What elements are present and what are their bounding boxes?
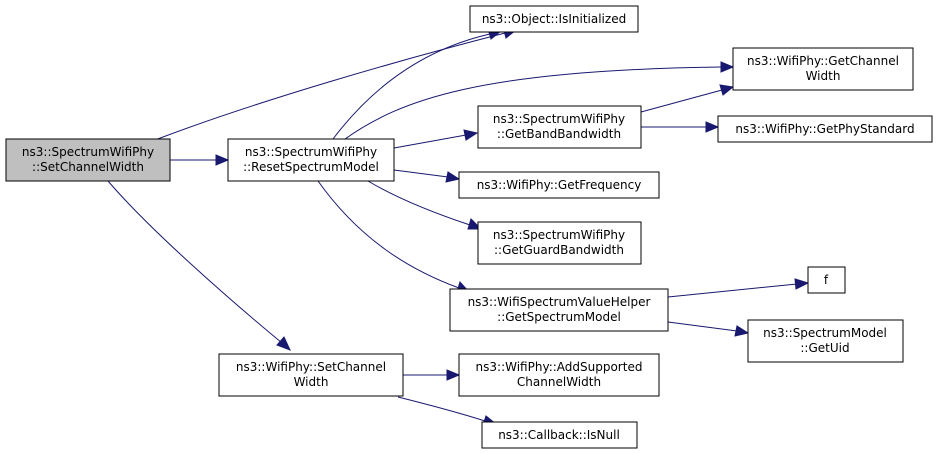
edge-getband-to-getphystandard xyxy=(641,121,720,133)
node-spectrummodel-getuid[interactable]: ns3::SpectrumModel ::GetUid xyxy=(747,319,904,363)
node-label-line2: ::GetGuardBandwidth xyxy=(494,243,624,257)
node-wifiphy-getfrequency[interactable]: ns3::WifiPhy::GetFrequency xyxy=(458,171,660,199)
edge-reset-to-getbandbandwidth xyxy=(393,129,479,149)
node-f[interactable]: f xyxy=(807,266,846,294)
node-label-line2: Width xyxy=(294,375,329,389)
edge-reset-to-isinitialized xyxy=(332,28,503,140)
node-label-line1: ns3::WifiPhy::GetPhyStandard xyxy=(735,122,914,136)
node-label-line2: ChannelWidth xyxy=(517,375,601,389)
edge-reset-to-getspectrummodel xyxy=(317,180,471,293)
node-label-line1: ns3::SpectrumWifiPhy xyxy=(493,112,625,126)
node-label-line1: ns3::WifiPhy::GetFrequency xyxy=(477,178,642,192)
node-label-line2: ::GetUid xyxy=(800,341,849,355)
node-label-line1: f xyxy=(824,273,829,287)
node-label-line2: ::SetChannelWidth xyxy=(32,160,144,174)
node-wifiphy-setchannelwidth[interactable]: ns3::WifiPhy::SetChannel Width xyxy=(218,353,404,397)
edge-root-to-isinitialized xyxy=(154,26,518,141)
node-callback-isnull[interactable]: ns3::Callback::IsNull xyxy=(481,421,638,449)
node-spectrumwifiphy-getguardbandwidth[interactable]: ns3::SpectrumWifiPhy ::GetGuardBandwidth xyxy=(477,221,642,265)
node-label-line1: ns3::SpectrumModel xyxy=(763,326,887,340)
node-label-line1: ns3::SpectrumWifiPhy xyxy=(245,145,377,159)
node-object-isinitialized[interactable]: ns3::Object::IsInitialized xyxy=(469,5,639,33)
edge-wifiset-to-addsupported xyxy=(403,369,461,381)
edge-getspec-to-f xyxy=(667,278,810,298)
node-wifiphy-addsupportedchannelwidth[interactable]: ns3::WifiPhy::AddSupported ChannelWidth xyxy=(458,353,660,397)
node-label-line1: ns3::WifiPhy::AddSupported xyxy=(476,360,643,374)
node-label-line2: Width xyxy=(806,69,841,83)
node-label-line2: ::GetSpectrumModel xyxy=(497,310,621,324)
node-spectrumwifiphy-getbandbandwidth[interactable]: ns3::SpectrumWifiPhy ::GetBandBandwidth xyxy=(477,105,642,149)
node-label-line1: ns3::WifiPhy::GetChannel xyxy=(747,54,899,68)
node-label-line1: ns3::WifiSpectrumValueHelper xyxy=(468,295,651,309)
node-label-line1: ns3::Object::IsInitialized xyxy=(482,12,626,26)
edge-root-to-wifiphy-setchannelwidth xyxy=(107,180,291,351)
node-wifiphy-getchannelwidth[interactable]: ns3::WifiPhy::GetChannel Width xyxy=(732,47,914,91)
node-spectrumwifiphy-resetspectrummodel[interactable]: ns3::SpectrumWifiPhy ::ResetSpectrumMode… xyxy=(227,138,395,182)
node-label-line1: ns3::Callback::IsNull xyxy=(498,428,620,442)
node-spectrumwifiphy-setchannelwidth[interactable]: ns3::SpectrumWifiPhy ::SetChannelWidth xyxy=(5,138,171,182)
node-label-line1: ns3::SpectrumWifiPhy xyxy=(493,228,625,242)
edge-getband-to-getchannelwidth xyxy=(640,84,735,113)
edge-wifiset-to-isnull xyxy=(397,396,498,426)
edge-getspec-to-getuid xyxy=(667,321,750,337)
edge-root-to-resetspectrummodel xyxy=(170,154,230,166)
node-label-line2: ::GetBandBandwidth xyxy=(497,127,621,141)
node-label-line2: ::ResetSpectrumModel xyxy=(243,160,379,174)
node-label-line1: ns3::WifiPhy::SetChannel xyxy=(236,360,386,374)
node-label-line1: ns3::SpectrumWifiPhy xyxy=(22,145,154,159)
edge-reset-to-getfrequency xyxy=(393,169,461,183)
edge-reset-to-getchannelwidth xyxy=(344,61,735,140)
node-wifispectrumvaluehelper-getspectrummodel[interactable]: ns3::WifiSpectrumValueHelper ::GetSpectr… xyxy=(449,288,669,332)
node-wifiphy-getphystandard[interactable]: ns3::WifiPhy::GetPhyStandard xyxy=(717,115,933,143)
